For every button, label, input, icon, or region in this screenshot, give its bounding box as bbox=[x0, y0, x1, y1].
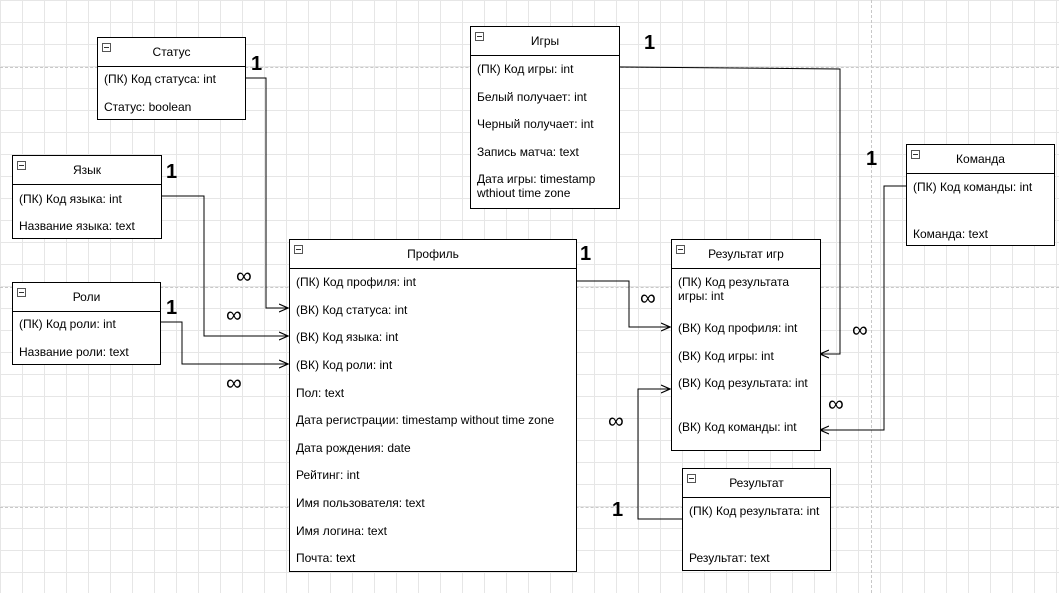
entity-attribute: (ВК) Код роли: int bbox=[296, 358, 393, 372]
entity-attribute: (ПК) Код роли: int bbox=[19, 317, 116, 331]
entity-title: Статус bbox=[152, 45, 191, 59]
collapse-icon[interactable] bbox=[687, 474, 696, 483]
collapse-icon[interactable] bbox=[676, 245, 685, 254]
edge-result-gameresult[interactable] bbox=[637, 389, 682, 520]
entity-header[interactable]: Игры bbox=[471, 27, 619, 56]
entity-title: Результат bbox=[729, 476, 784, 490]
entity-attribute: Дата регистрации: timestamp without time… bbox=[296, 413, 555, 427]
entity-games[interactable]: Игры (ПК) Код игры: int Белый получает: … bbox=[470, 26, 620, 209]
entity-language[interactable]: Язык (ПК) Код языка: int Название языка:… bbox=[12, 155, 162, 239]
entity-attribute: Пол: text bbox=[296, 386, 345, 400]
multiplicity-many-label: ∞ bbox=[226, 370, 242, 395]
entity-title: Профиль bbox=[407, 247, 459, 261]
edge-language-profile[interactable] bbox=[161, 195, 288, 336]
multiplicity-one-label: 1 bbox=[644, 32, 656, 54]
multiplicity-many-label: ∞ bbox=[852, 317, 868, 342]
edge-status-profile[interactable] bbox=[245, 77, 288, 308]
entity-result[interactable]: Результат (ПК) Код результата: int Резул… bbox=[682, 468, 831, 571]
multiplicity-one-label: 1 bbox=[612, 499, 624, 521]
entity-attribute: Имя логина: text bbox=[296, 524, 387, 538]
entity-header[interactable]: Результат bbox=[683, 469, 830, 498]
entity-header[interactable]: Статус bbox=[98, 38, 245, 67]
entity-attribute: Дата рождения: date bbox=[296, 441, 411, 455]
multiplicity-one-label: 1 bbox=[580, 243, 592, 265]
multiplicity-many-label: ∞ bbox=[608, 408, 624, 433]
entity-game-result[interactable]: Результат игр (ПК) Код результата игры: … bbox=[671, 239, 821, 451]
entity-attribute: (ВК) Код игры: int bbox=[678, 349, 774, 363]
collapse-icon[interactable] bbox=[294, 245, 303, 254]
entity-title: Язык bbox=[72, 163, 102, 177]
collapse-icon[interactable] bbox=[17, 288, 26, 297]
entity-attribute: (ВК) Код языка: int bbox=[296, 330, 399, 344]
entity-attribute: (ПК) Код профиля: int bbox=[296, 275, 416, 289]
grid-dashed-line bbox=[871, 0, 872, 593]
multiplicity-one-label: 1 bbox=[866, 148, 878, 170]
entity-attribute: Имя пользователя: text bbox=[296, 496, 425, 510]
entity-roles[interactable]: Роли (ПК) Код роли: int Название роли: t… bbox=[12, 282, 161, 365]
entity-attribute: Команда: text bbox=[913, 227, 988, 241]
edge-team-gameresult[interactable] bbox=[820, 185, 906, 430]
entity-attribute: Запись матча: text bbox=[477, 145, 579, 159]
entity-attribute: (ПК) Код команды: int bbox=[913, 180, 1033, 194]
entity-attribute: (ПК) Код результата: int bbox=[689, 504, 820, 518]
entity-header[interactable]: Профиль bbox=[290, 240, 576, 269]
entity-attribute: (ПК) Код статуса: int bbox=[104, 72, 216, 86]
entity-attribute: Статус: boolean bbox=[104, 100, 192, 114]
multiplicity-many-label: ∞ bbox=[640, 285, 656, 310]
entity-attribute: Почта: text bbox=[296, 551, 356, 565]
multiplicity-one-label: 1 bbox=[251, 53, 263, 75]
entity-attribute: Результат: text bbox=[689, 551, 770, 565]
collapse-icon[interactable] bbox=[475, 32, 484, 41]
collapse-icon[interactable] bbox=[102, 43, 111, 52]
edge-profile-gameresult[interactable] bbox=[576, 280, 670, 327]
entity-attribute: Белый получает: int bbox=[477, 90, 587, 104]
multiplicity-one-label: 1 bbox=[166, 161, 178, 183]
entity-attribute: (ВК) Код результата: int bbox=[678, 376, 808, 390]
entity-attribute: (ПК) Код игры: int bbox=[477, 62, 574, 76]
entity-attribute: Черный получает: int bbox=[477, 117, 594, 131]
entity-status[interactable]: Статус (ПК) Код статуса: int Статус: boo… bbox=[97, 37, 246, 120]
entity-title: Роли bbox=[72, 290, 101, 304]
collapse-icon[interactable] bbox=[911, 150, 920, 159]
entity-attribute: Название роли: text bbox=[19, 345, 129, 359]
entity-attribute: (ВК) Код команды: int bbox=[678, 420, 797, 434]
edge-games-gameresult[interactable] bbox=[618, 66, 841, 354]
edge-roles-profile[interactable] bbox=[160, 321, 288, 364]
entity-attribute: (ВК) Код статуса: int bbox=[296, 303, 408, 317]
collapse-icon[interactable] bbox=[17, 161, 26, 170]
entity-header[interactable]: Результат игр bbox=[672, 240, 820, 269]
multiplicity-one-label: 1 bbox=[166, 297, 178, 319]
entity-attribute: (ПК) Код результата игры: int bbox=[678, 275, 789, 303]
entity-title: Команда bbox=[956, 152, 1005, 166]
entity-attribute: Рейтинг: int bbox=[296, 468, 360, 482]
multiplicity-many-label: ∞ bbox=[828, 391, 844, 416]
entity-attribute: Дата игры: timestamp wthiout time zone bbox=[477, 172, 596, 200]
entity-attribute: (ПК) Код языка: int bbox=[19, 192, 122, 206]
entity-team[interactable]: Команда (ПК) Код команды: int Команда: t… bbox=[906, 144, 1055, 246]
entity-header[interactable]: Команда bbox=[907, 145, 1054, 174]
entity-profile[interactable]: Профиль (ПК) Код профиля: int (ВК) Код с… bbox=[289, 239, 577, 572]
entity-header[interactable]: Язык bbox=[13, 156, 161, 185]
entity-header[interactable]: Роли bbox=[13, 283, 160, 312]
multiplicity-many-label: ∞ bbox=[226, 302, 242, 327]
multiplicity-many-label: ∞ bbox=[236, 263, 252, 288]
entity-attribute: Название языка: text bbox=[19, 219, 135, 233]
entity-title: Результат игр bbox=[708, 247, 784, 261]
entity-title: Игры bbox=[530, 34, 560, 48]
entity-attribute: (ВК) Код профиля: int bbox=[678, 321, 798, 335]
